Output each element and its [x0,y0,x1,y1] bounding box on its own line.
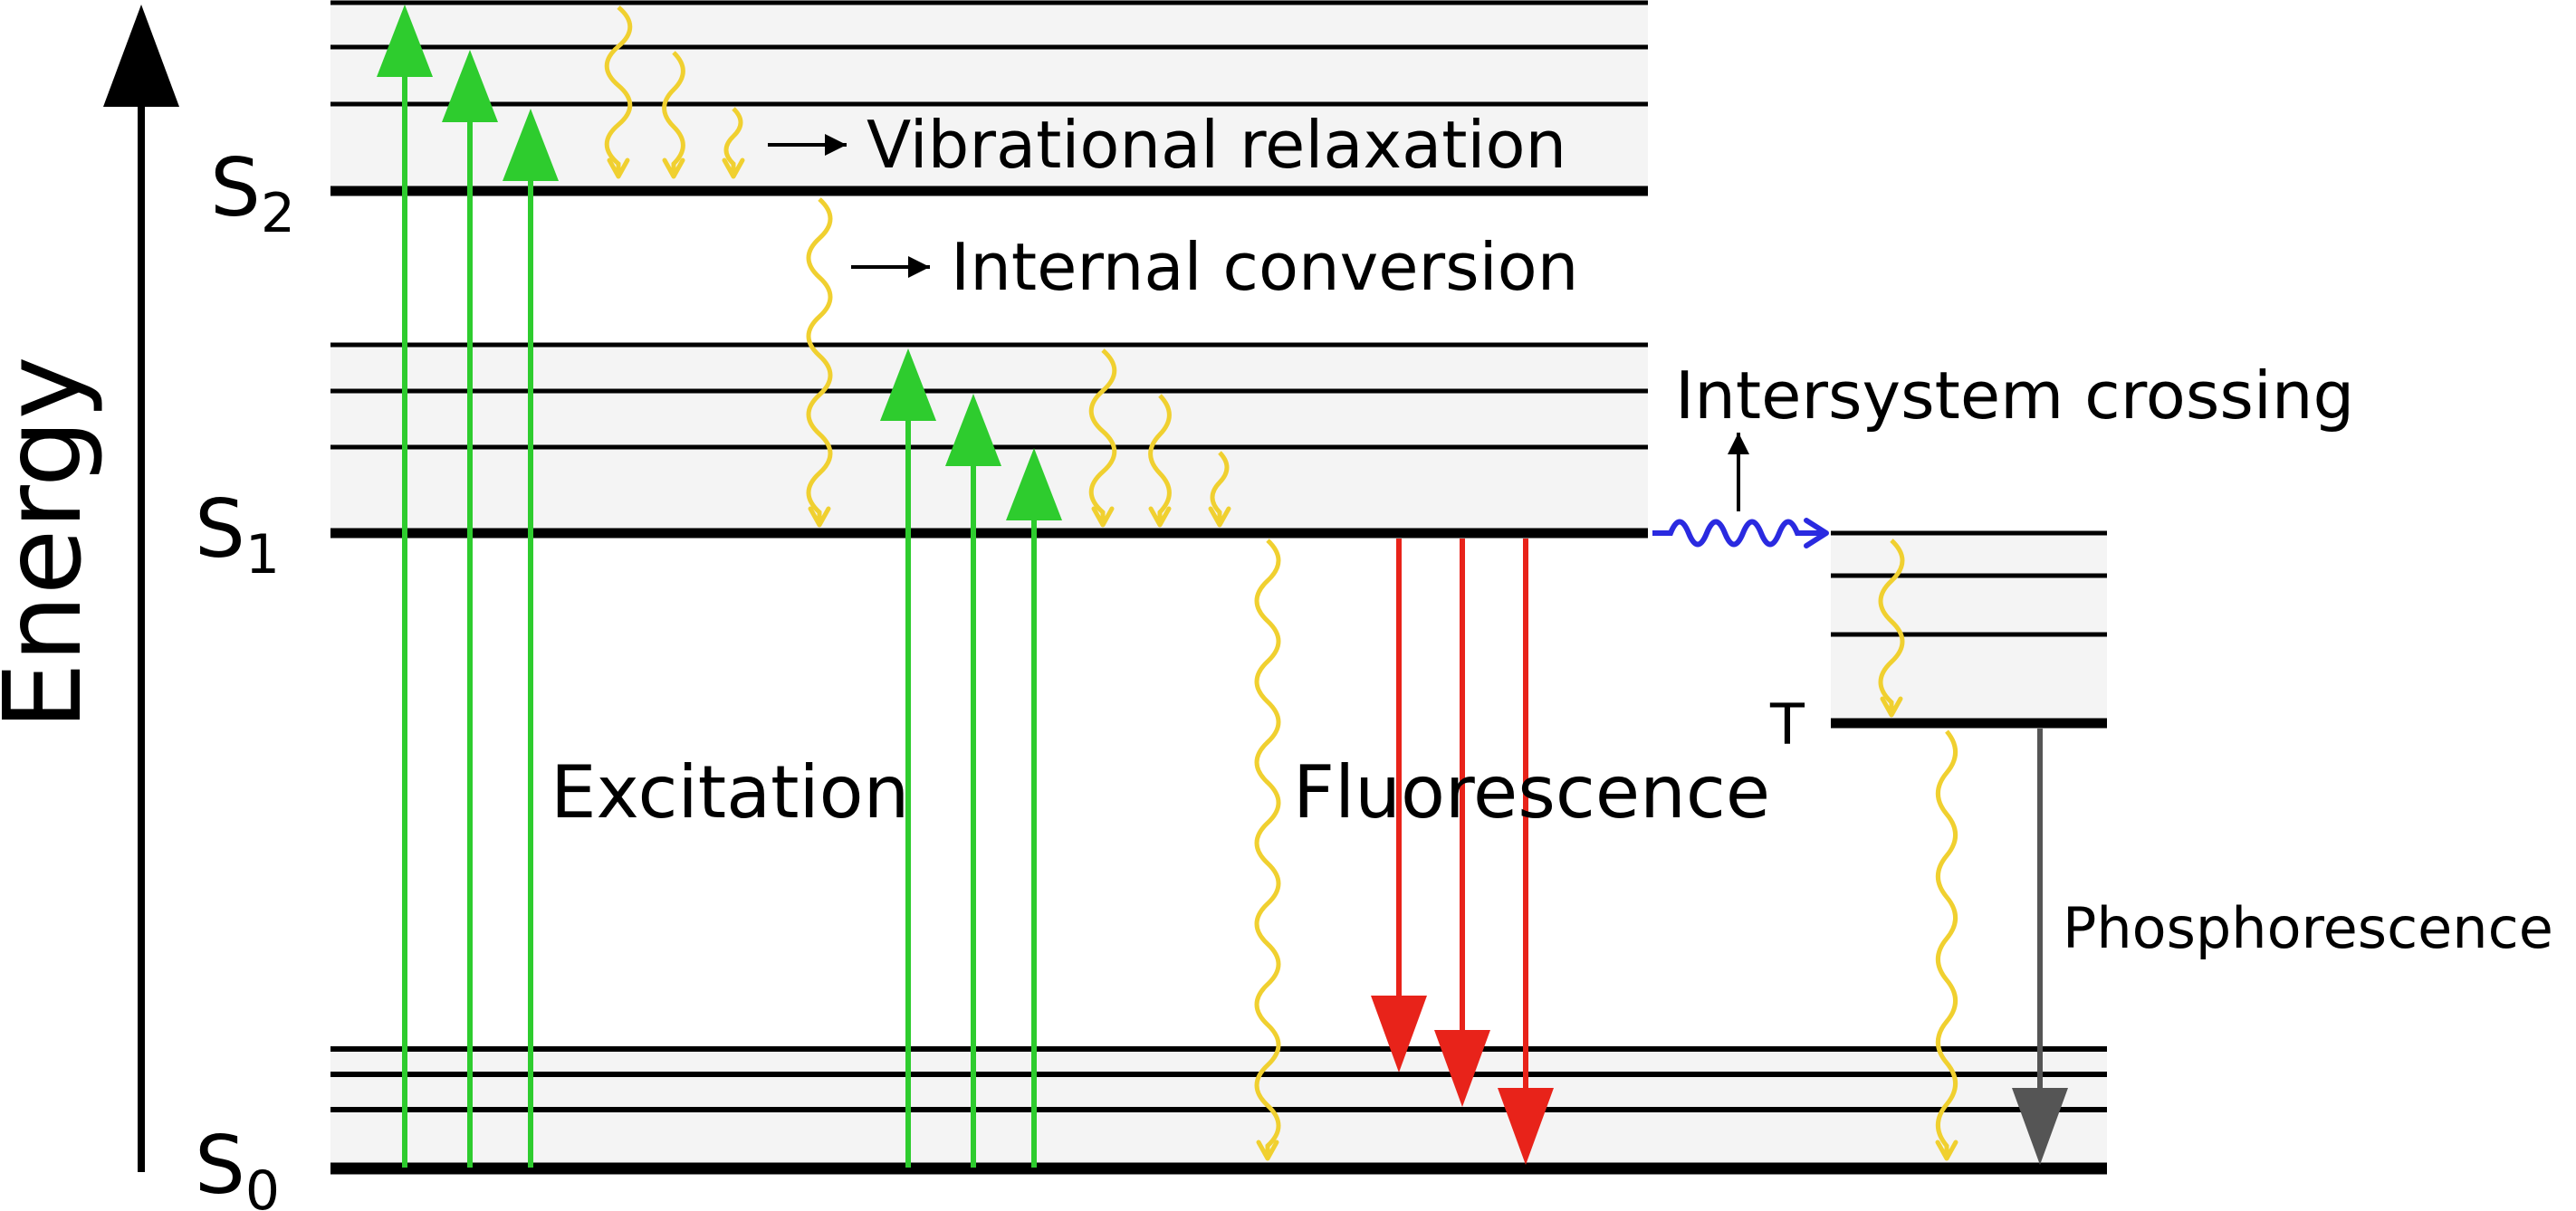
vibrational-relaxation-wave [723,107,743,175]
internal-conversion-label: Internal conversion [951,229,1578,305]
energy-axis [103,5,179,1172]
vibrational-relaxation-wave-head [1208,506,1231,528]
vibrational-relaxation-wave [1878,539,1905,713]
s0-band [330,1046,2107,1175]
s2-label: S2 [210,141,295,245]
vibrational-relaxation-wave [1210,451,1230,523]
internal-conversion-wave [806,197,833,523]
phosphorescence-arrow [2012,729,2068,1165]
vibrational-relaxation-wave [604,5,633,175]
intersystem-crossing-arrow [1652,518,1829,548]
t-band [1831,530,2107,729]
s1-label: S1 [195,482,280,586]
intersystem-relaxation-wave-head [1935,1139,1958,1161]
vibrational-relaxation-wave [662,51,685,175]
t-label: T [1769,691,1805,758]
internal-conversion-wave-head [808,506,831,528]
vibrational-relaxation-wave-head [607,157,630,179]
vibrational-relaxation-wave-head [662,157,685,179]
excitation-arrows [377,5,1062,1168]
vibrational-relaxation-wave-head [1148,506,1172,528]
vibrational-relaxation-wave-head [722,157,745,179]
intersystem-relaxation-wave [1935,729,1958,1157]
fluorescence-label: Fluorescence [1293,750,1770,834]
vibrational-relaxation-label: Vibrational relaxation [867,107,1566,183]
s0-label: S0 [195,1119,280,1211]
energy-axis-label: Energy [0,356,105,729]
excitation-label: Excitation [551,750,909,834]
vibrational-relaxation-wave-head [1880,696,1903,718]
internal-conversion-wave-head [1256,1139,1279,1161]
vibrational-relaxation-wave [1148,394,1172,523]
vibrational-relaxation-wave-head [1091,506,1115,528]
phosphorescence-label: Phosphorescence [2063,895,2553,961]
fluorescence-arrows [1371,539,1554,1165]
internal-conversion-wave [1254,539,1281,1157]
intersystem-crossing-label: Intersystem crossing [1675,358,2354,434]
vibrational-relaxation-wave [1088,348,1117,523]
nonradiative-arrows [604,5,1958,1161]
